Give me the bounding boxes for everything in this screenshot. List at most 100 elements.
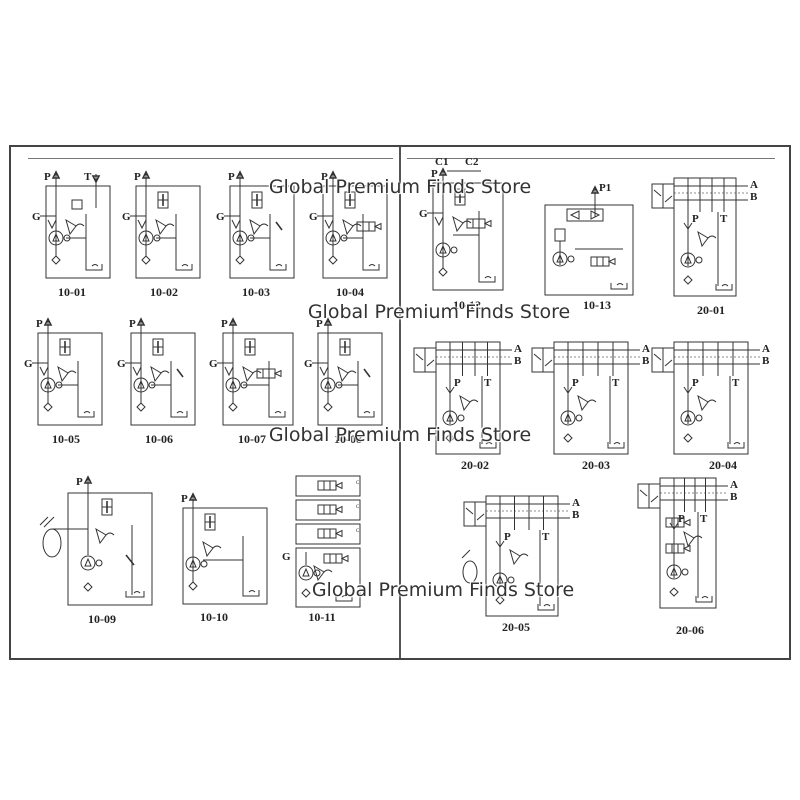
port-label-g: G <box>24 358 33 370</box>
tank-symbol <box>478 276 496 283</box>
relief-valve-symbol <box>249 218 261 236</box>
port-label-g: G <box>419 208 428 220</box>
tank-symbol <box>727 442 745 449</box>
port-label-g: G <box>216 211 225 223</box>
circuit-frame <box>659 477 717 609</box>
port-label-a: A <box>572 497 580 509</box>
circuit-frame <box>295 547 361 608</box>
circuit-frame <box>45 185 111 279</box>
port-label-p: P <box>321 171 328 183</box>
port-label-b: B <box>572 509 580 521</box>
port-label-t: T <box>542 531 550 543</box>
pump-symbol <box>442 410 458 426</box>
diagram-label-10-11: 10-11 <box>308 610 336 624</box>
solenoid-symbol <box>317 480 337 491</box>
panel-divider <box>399 147 401 658</box>
port-label-p: P <box>454 377 461 389</box>
circuit-diagram-10-02: PG <box>122 170 201 279</box>
store-watermark: Global Premium Finds Store <box>307 301 571 323</box>
port-label-a: A <box>750 179 758 191</box>
port-label-p: P <box>221 318 228 330</box>
port-label-b: B <box>642 355 650 367</box>
filter-symbol <box>301 588 311 598</box>
filter-symbol <box>43 402 53 412</box>
relief-valve-symbol <box>697 230 709 248</box>
solenoid-symbol <box>317 528 337 539</box>
port-label-p: P <box>129 318 136 330</box>
relief-valve-symbol <box>577 394 589 412</box>
filter-symbol <box>83 582 93 592</box>
tank-symbol <box>242 590 260 597</box>
pump-symbol <box>552 251 568 267</box>
circuit-diagram-10-06: PG <box>117 317 196 426</box>
tank-symbol <box>269 264 287 271</box>
diagram-label-10-10: 10-10 <box>200 610 228 624</box>
port-label-g: G <box>309 211 318 223</box>
filter-symbol <box>683 275 693 285</box>
filter-symbol <box>235 255 245 265</box>
port-label-t: T <box>612 377 620 389</box>
filter-symbol <box>228 402 238 412</box>
diagram-label-20-03: 20-03 <box>582 458 610 472</box>
port-label-p: P <box>504 531 511 543</box>
relief-valve-symbol <box>202 540 214 558</box>
circuit-frame <box>485 495 559 617</box>
diagram-label-10-04: 10-04 <box>336 285 364 299</box>
svg-text:C: C <box>356 505 360 510</box>
port-label-p: P <box>134 171 141 183</box>
port-label-g: G <box>304 358 313 370</box>
port-label-p: P <box>228 171 235 183</box>
port-label-a: A <box>762 343 770 355</box>
relief-valve-symbol <box>342 218 354 236</box>
diagram-label-10-07: 10-07 <box>238 432 266 446</box>
circuit-frame <box>673 177 737 297</box>
diagram-label-10-06: 10-06 <box>145 432 173 446</box>
port-label-p: P <box>431 168 438 180</box>
relief-valve-symbol <box>95 527 107 545</box>
filter-symbol <box>51 255 61 265</box>
port-label-p: P <box>36 318 43 330</box>
stack-module <box>295 475 361 497</box>
port-label-p1: P1 <box>599 182 611 194</box>
diagram-label-10-13: 10-13 <box>583 298 611 312</box>
circuit-diagram-20-05: AB P T <box>461 495 580 617</box>
tank-symbol <box>715 284 733 291</box>
port-label-a: A <box>642 343 650 355</box>
circuit-frame <box>37 332 103 426</box>
relief-valve-symbol <box>65 218 77 236</box>
filter-symbol <box>323 402 333 412</box>
relief-valve-symbol <box>155 218 167 236</box>
circuit-frame <box>130 332 196 426</box>
port-label-t: T <box>484 377 492 389</box>
diagram-label-20-05: 20-05 <box>502 620 530 634</box>
port-label-p: P <box>678 513 685 525</box>
solenoid-symbol <box>590 256 610 267</box>
port-label-g: G <box>117 358 126 370</box>
tank-symbol <box>77 411 95 418</box>
check-valve-symbol <box>563 386 573 394</box>
relief-valve-symbol <box>509 548 521 566</box>
circuit-frame <box>317 332 383 426</box>
filter-symbol <box>136 402 146 412</box>
circuit-frame <box>435 341 501 455</box>
tank-symbol <box>362 264 380 271</box>
circuit-diagram-10-10: P <box>181 492 268 605</box>
accumulator-symbol <box>462 560 478 584</box>
port-label-t: T <box>720 213 728 225</box>
store-watermark: Global Premium Finds Store <box>268 176 532 198</box>
circuit-frame <box>222 332 294 426</box>
relief-valve-symbol <box>452 215 464 233</box>
svg-text:C: C <box>356 529 360 534</box>
store-watermark: Global Premium Finds Store <box>311 579 575 601</box>
circuit-diagram-10-13: P1 <box>544 182 634 296</box>
diagram-label-20-06: 20-06 <box>676 623 704 637</box>
filter-symbol <box>683 433 693 443</box>
relief-valve-symbol <box>57 365 69 383</box>
tank-symbol <box>357 411 375 418</box>
